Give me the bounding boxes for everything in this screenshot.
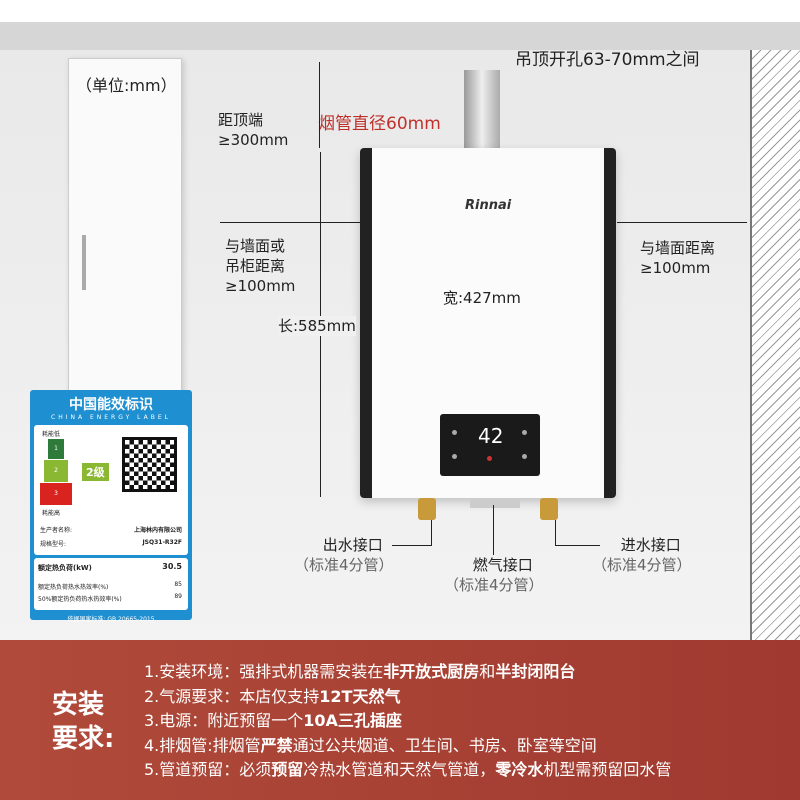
requirement-item: 4.排烟管:排烟管严禁通过公共烟道、卫生间、书房、卧室等空间 [144, 734, 671, 759]
req-bold: 零冷水 [495, 760, 544, 779]
ceiling [0, 22, 800, 50]
left-distance: 与墙面或吊柜距离 ≥100mm [225, 236, 295, 296]
temperature-display: 42 [478, 424, 504, 448]
inlet-name: 进水接口 [620, 536, 681, 554]
outlet-name: 出水接口 [322, 536, 383, 554]
req-text: 5.管道预留：必须 [144, 760, 272, 779]
energy-label-subtitle: CHINA ENERGY LABEL [51, 414, 171, 421]
outlet-label: 出水接口 （标准4分管） [294, 535, 394, 575]
grade-3-bar: 3 [40, 483, 72, 505]
requirement-item: 2.气源要求：本店仅支持12T天然气 [144, 685, 671, 710]
model-value: JSQ31-R32F [142, 539, 182, 546]
left-distance-value: ≥100mm [225, 277, 296, 295]
gas-label: 燃气接口 （标准4分管） [444, 555, 544, 595]
req-bold: 10A三孔插座 [303, 711, 402, 730]
load-value: 30.5 [162, 562, 182, 571]
power-button[interactable] [452, 430, 457, 435]
maker-value: 上海林内有限公司 [133, 527, 182, 534]
cabinet-handle [82, 235, 86, 290]
down-button[interactable] [522, 454, 527, 459]
right-distance-value: ≥100mm [640, 259, 711, 277]
inlet-label: 进水接口 （标准4分管） [592, 535, 692, 575]
top-distance-label: 距顶端 [218, 111, 264, 129]
high-consumption: 耗能高 [42, 510, 61, 517]
grade-1-bar: 1 [48, 439, 64, 459]
grade-badge: 2级 [82, 463, 109, 481]
outlet-fitting [418, 498, 436, 520]
left-distance-l1: 与墙面或 [225, 237, 286, 255]
energy-label-title: 中国能效标识 [69, 397, 153, 413]
eff2-value: 89 [174, 593, 182, 600]
grade-2-bar: 2 [44, 460, 68, 482]
unit-label: （单位:mm） [76, 76, 177, 95]
inlet-fitting [540, 498, 558, 520]
right-distance-line [617, 222, 747, 223]
maker-label: 生产者名称: [40, 527, 73, 534]
requirements-title-l2: 要求: [52, 724, 115, 754]
mode-button[interactable] [452, 454, 457, 459]
top-dimension-line [319, 62, 320, 148]
requirements-title-l1: 安装 [52, 690, 105, 720]
eff1-label: 额定热负荷热水热效率(%) [38, 584, 109, 591]
req-bold: 半封闭阳台 [495, 662, 576, 681]
eff2-label: 50%额定热负荷热水热效率(%) [38, 596, 122, 603]
energy-label: 中国能效标识 CHINA ENERGY LABEL 耗能低 1 2 3 耗能高 … [30, 390, 192, 623]
gas-pointer [493, 505, 494, 555]
req-text: 2.气源要求：本店仅支持 [144, 686, 320, 706]
gas-spec: （标准4分管） [444, 576, 544, 594]
req-text: 冷热水管道和天然气管道， [303, 760, 496, 779]
requirements-band [0, 640, 800, 800]
up-button[interactable] [522, 430, 527, 435]
req-bold: 严禁 [260, 735, 293, 755]
outlet-spec: （标准4分管） [294, 556, 394, 574]
req-bold: 12T天然气 [319, 686, 401, 706]
right-distance-label: 与墙面距离 [640, 239, 716, 257]
left-distance-l2: 吊柜距离 [225, 257, 286, 275]
energy-standard: 依据国家标准: GB 20665-2015 [67, 616, 155, 623]
height-label: 长:585mm [278, 316, 356, 336]
load-label: 额定热负荷(kW) [38, 564, 92, 572]
top-distance-value: ≥300mm [218, 131, 289, 149]
model-label: 规格型号: [40, 541, 67, 548]
gas-name: 燃气接口 [472, 556, 533, 574]
low-consumption: 耗能低 [42, 431, 61, 438]
flue-pipe [464, 70, 500, 150]
gas-fitting [470, 498, 520, 508]
requirements-title: 安装要求: [52, 688, 132, 756]
req-text: 通过公共烟道、卫生间、书房、卧室等空间 [292, 735, 597, 755]
requirement-item: 1.安装环境：强排式机器需安装在非开放式厨房和半封闭阳台 [144, 660, 671, 685]
inlet-pointer-v [555, 520, 556, 546]
top-distance: 距顶端 ≥300mm [218, 110, 288, 150]
ceiling-hole-note: 吊顶开孔63-70mm之间 [515, 50, 700, 70]
brand-logo: Rinnai [465, 198, 512, 213]
req-text: 1.安装环境：强排式机器需安装在 [144, 662, 384, 681]
inlet-spec: （标准4分管） [592, 556, 692, 574]
req-text: 4.排烟管:排烟管 [144, 735, 261, 755]
requirement-item: 3.电源：附近预留一个10A三孔插座 [144, 709, 671, 734]
eff1-value: 85 [174, 581, 182, 588]
side-wall [750, 50, 800, 650]
req-text: 机型需预留回水管 [543, 760, 672, 779]
req-bold: 预留 [271, 760, 304, 779]
qr-code [122, 437, 177, 492]
req-text: 3.电源：附近预留一个 [144, 711, 304, 730]
inlet-pointer-h [555, 545, 600, 546]
req-text: 和 [479, 662, 496, 681]
req-bold: 非开放式厨房 [383, 662, 480, 681]
indicator-light [487, 456, 492, 461]
requirements-list: 1.安装环境：强排式机器需安装在非开放式厨房和半封闭阳台 2.气源要求：本店仅支… [144, 660, 671, 783]
right-distance: 与墙面距离 ≥100mm [640, 238, 715, 278]
width-label: 宽:427mm [440, 288, 524, 308]
requirement-item: 5.管道预留：必须预留冷热水管道和天然气管道，零冷水机型需预留回水管 [144, 758, 671, 783]
energy-label-top: 耗能低 1 2 3 耗能高 2级 生产者名称: 上海林内有限公司 规格型号: J… [34, 425, 188, 555]
left-distance-line [220, 222, 360, 223]
outlet-pointer [431, 520, 432, 546]
control-panel [440, 414, 540, 476]
energy-label-bottom: 额定热负荷(kW) 30.5 额定热负荷热水热效率(%) 85 50%额定热负荷… [34, 558, 188, 610]
flue-diameter: 烟管直径60mm [318, 114, 441, 134]
outlet-pointer-h [392, 545, 432, 546]
